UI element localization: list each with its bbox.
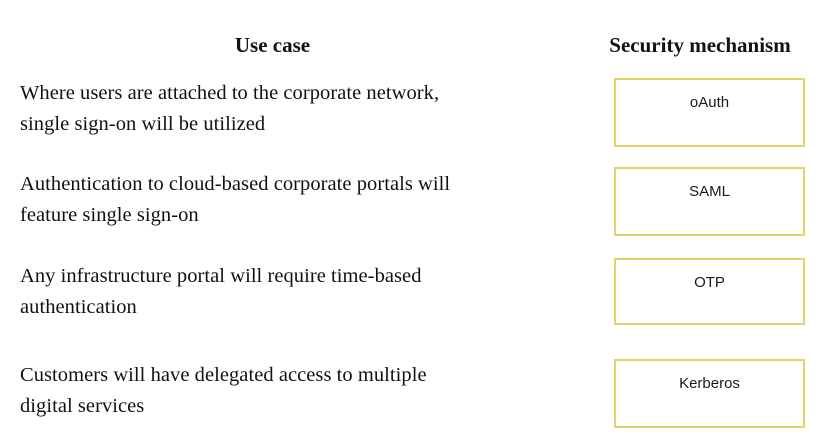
security-mechanism-label: Kerberos — [679, 375, 740, 392]
security-mechanism-label: oAuth — [689, 94, 730, 111]
use-case-line: Authentication to cloud-based corporate … — [20, 173, 451, 195]
use-case-item: Authentication to cloud-based corporate … — [20, 169, 560, 231]
use-case-line: Any infrastructure portal will require t… — [20, 265, 422, 287]
use-case-line: digital services — [20, 395, 145, 417]
use-case-item: Where users are attached to the corporat… — [20, 78, 560, 140]
security-mechanism-label: OTP — [694, 274, 725, 291]
security-mechanism-box[interactable]: SAML — [614, 167, 805, 236]
use-case-line: Where users are attached to the corporat… — [20, 82, 440, 104]
use-case-item: Any infrastructure portal will require t… — [20, 261, 560, 323]
security-mechanism-box[interactable]: Kerberos — [614, 359, 805, 428]
use-case-line: Customers will have delegated access to … — [20, 364, 427, 386]
security-mechanism-box[interactable]: OTP — [614, 258, 805, 325]
use-case-line: feature single sign-on — [20, 204, 199, 226]
security-mechanism-box[interactable]: oAuth — [614, 78, 805, 147]
column-header-security-mechanism: Security mechanism — [609, 33, 791, 57]
use-case-line: authentication — [20, 296, 137, 318]
column-header-use-case: Use case — [234, 33, 311, 57]
security-mechanism-label: SAML — [689, 183, 730, 200]
use-case-line: single sign-on will be utilized — [20, 113, 266, 135]
use-case-item: Customers will have delegated access to … — [20, 360, 560, 422]
